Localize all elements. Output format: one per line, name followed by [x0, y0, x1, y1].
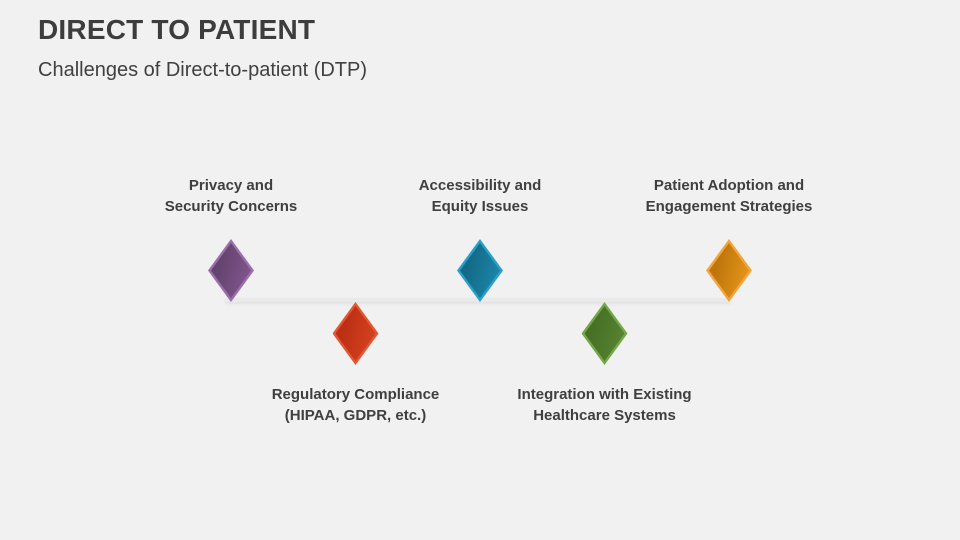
timeline-diamond-5 [706, 239, 752, 302]
slide-title: DIRECT TO PATIENT [38, 14, 316, 45]
timeline-item-label-3: Accessibility and Equity Issues [418, 177, 542, 215]
timeline-diamond-2 [332, 302, 379, 365]
timeline-item-label-4: Integration with Existing Healthcare Sys… [517, 386, 692, 424]
timeline-diamond-3 [457, 239, 503, 302]
timeline-diamond-fill-5 [709, 243, 749, 298]
timeline-item-label-2: Regulatory Compliance (HIPAA, GDPR, etc.… [271, 386, 440, 424]
timeline-diamond-4 [581, 302, 628, 365]
timeline-diamond-fill-1 [211, 243, 251, 298]
timeline-diamond-fill-3 [460, 243, 500, 298]
timeline-diamond-fill-2 [335, 306, 376, 361]
timeline-item-label-5: Patient Adoption and Engagement Strategi… [645, 177, 813, 215]
timeline-line [225, 298, 731, 302]
slide-subtitle: Challenges of Direct-to-patient (DTP) [38, 59, 368, 81]
timeline-item-label-1: Privacy and Security Concerns [164, 177, 298, 215]
timeline-diamond-fill-4 [584, 306, 625, 361]
timeline-diamond-1 [208, 239, 254, 302]
